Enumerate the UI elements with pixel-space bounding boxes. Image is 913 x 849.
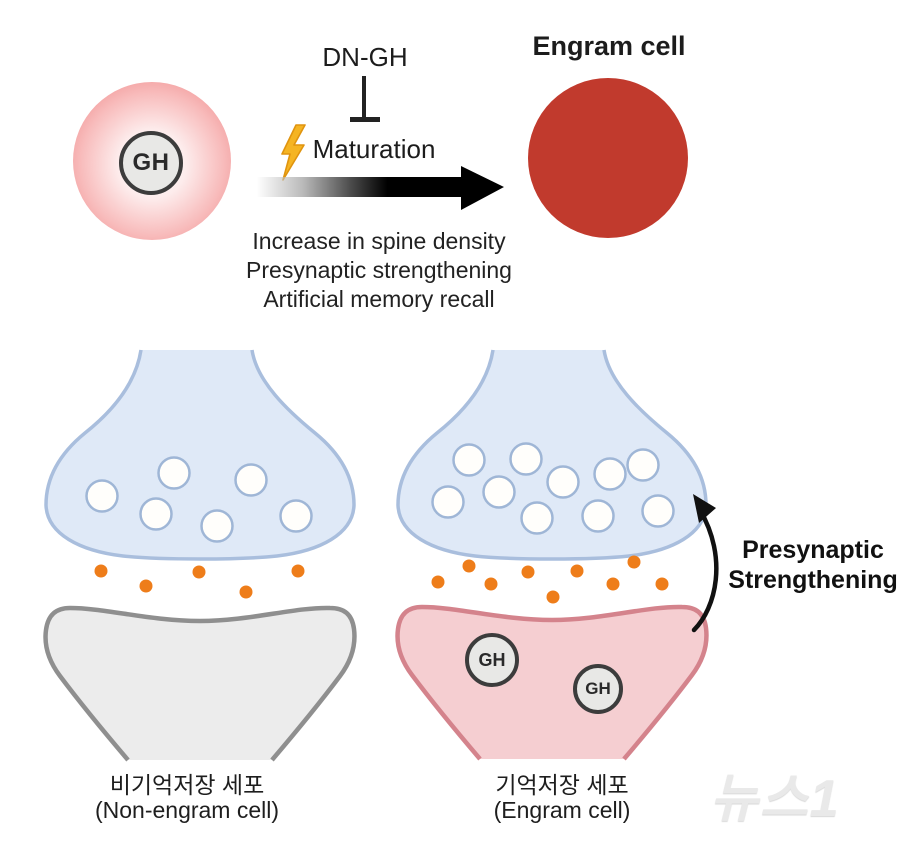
neurotransmitter-dot bbox=[239, 585, 253, 599]
inhibition-tbar-icon bbox=[362, 76, 366, 118]
non-engram-caption-korean: 비기억저장 세포 bbox=[109, 772, 265, 798]
maturation-arrowhead-icon bbox=[461, 166, 504, 210]
neurotransmitter-dot bbox=[484, 577, 498, 591]
gh-molecule-badge: GH bbox=[573, 664, 623, 714]
effect-line-2: Presynaptic strengthening bbox=[246, 257, 512, 283]
gh-molecule-label: GH bbox=[478, 649, 506, 670]
gh-molecule-label: GH bbox=[132, 149, 170, 176]
neurotransmitter-dot bbox=[192, 565, 206, 579]
synaptic-vesicle bbox=[234, 463, 268, 497]
presynaptic-note-line-2: Strengthening bbox=[728, 566, 898, 594]
synaptic-vesicle bbox=[431, 485, 465, 519]
news1-watermark-logo: 뉴스1 bbox=[710, 770, 841, 828]
neurotransmitter-dot bbox=[521, 565, 535, 579]
engram-cell-title: Engram cell bbox=[532, 31, 686, 61]
engram-caption-english: (Engram cell) bbox=[493, 797, 631, 823]
presynaptic-strengthening-note: Presynaptic Strengthening bbox=[713, 535, 913, 595]
engram-cell-caption: 기억저장 세포 (Engram cell) bbox=[412, 773, 712, 823]
maturation-arrow bbox=[257, 177, 467, 197]
non-engram-caption-english: (Non-engram cell) bbox=[94, 797, 280, 823]
neurotransmitter-dot bbox=[462, 559, 476, 573]
gh-molecule-badge: GH bbox=[465, 633, 519, 687]
synaptic-vesicle bbox=[157, 456, 191, 490]
presynaptic-note-line-1: Presynaptic bbox=[742, 536, 884, 564]
engram-caption-korean: 기억저장 세포 bbox=[495, 772, 629, 798]
maturation-label: Maturation bbox=[312, 134, 436, 164]
neurotransmitter-dot bbox=[606, 577, 620, 591]
dn-gh-label: DN-GH bbox=[322, 42, 408, 72]
strengthening-arrowhead-icon bbox=[693, 494, 716, 523]
synaptic-vesicle bbox=[509, 442, 543, 476]
right-vesicles bbox=[431, 442, 675, 535]
synaptic-vesicle bbox=[581, 499, 615, 533]
neurotransmitter-dot bbox=[94, 564, 108, 578]
effect-line-3: Artificial memory recall bbox=[263, 286, 495, 312]
neurotransmitter-dot bbox=[570, 564, 584, 578]
neurotransmitter-dot bbox=[291, 564, 305, 578]
synaptic-vesicle bbox=[279, 499, 313, 533]
synaptic-vesicle bbox=[520, 501, 554, 535]
neurotransmitter-dot bbox=[655, 577, 669, 591]
neurotransmitter-dot bbox=[627, 555, 641, 569]
left-neurotransmitters bbox=[94, 564, 305, 599]
engram-postsynaptic-cell bbox=[398, 607, 707, 759]
strengthening-arrow bbox=[691, 507, 719, 633]
lightning-bolt-icon bbox=[281, 124, 306, 181]
synaptic-vesicle bbox=[85, 479, 119, 513]
synaptic-vesicle bbox=[593, 457, 627, 491]
synaptic-vesicle bbox=[452, 443, 486, 477]
neurotransmitter-dot bbox=[546, 590, 560, 604]
synaptic-vesicle bbox=[200, 509, 234, 543]
synaptic-vesicle bbox=[482, 475, 516, 509]
synaptic-vesicle bbox=[139, 497, 173, 531]
gh-molecule-badge: GH bbox=[119, 131, 183, 195]
synaptic-vesicle bbox=[626, 448, 660, 482]
neurotransmitter-dot bbox=[139, 579, 153, 593]
neurotransmitter-dot bbox=[431, 575, 445, 589]
synaptic-vesicle bbox=[546, 465, 580, 499]
synaptic-vesicle bbox=[641, 494, 675, 528]
left-vesicles bbox=[85, 456, 313, 543]
gh-molecule-label: GH bbox=[585, 679, 611, 698]
right-neurotransmitters bbox=[431, 555, 669, 604]
engram-cell-circle bbox=[528, 78, 688, 238]
inhibition-tbar-icon bbox=[350, 117, 380, 122]
maturation-effects-text: Increase in spine density Presynaptic st… bbox=[228, 227, 530, 314]
non-engram-cell-caption: 비기억저장 세포 (Non-engram cell) bbox=[37, 773, 337, 823]
non-engram-postsynaptic-cell bbox=[46, 608, 355, 760]
effect-line-1: Increase in spine density bbox=[252, 228, 506, 254]
